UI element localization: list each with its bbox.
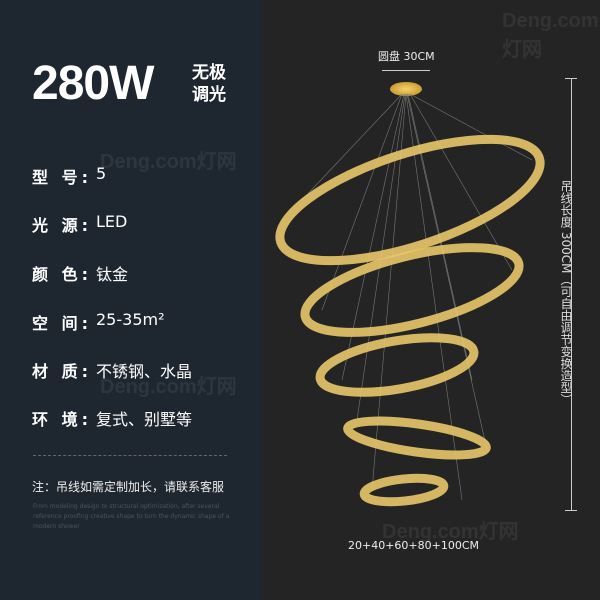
- watermark: Deng.com灯网: [100, 376, 237, 398]
- canopy: [390, 82, 422, 96]
- ring-100: [275, 134, 545, 266]
- spec-key: 光 源:: [32, 216, 92, 235]
- ring-20: [359, 473, 449, 507]
- english-caption: From modeling design to structural optim…: [33, 503, 230, 530]
- ring-40: [343, 416, 491, 460]
- spec-value: 25-35m²: [96, 310, 165, 329]
- divider: [33, 455, 227, 456]
- dimension-tick: [565, 78, 577, 79]
- canopy-label: 圆盘 30CM: [378, 50, 435, 63]
- ring-60: [315, 333, 479, 397]
- dimming-label: 无极调光: [192, 63, 226, 105]
- watermark: Deng.com灯网: [502, 10, 599, 61]
- chandelier-illustration: [275, 93, 545, 507]
- cable-length-label: 吊线长度 300CM（可自由调节变换造型）: [559, 180, 573, 406]
- spec-value: 复式、别墅等: [96, 410, 193, 429]
- rings: [275, 134, 545, 507]
- spec-key: 环 境:: [32, 410, 92, 429]
- custom-note: 注：吊线如需定制加长，请联系客服: [32, 480, 225, 494]
- dimension-tick: [565, 510, 577, 511]
- spec-panel: Deng.com灯网 Deng.com灯网 280W 无极调光 型 号:5 光 …: [0, 0, 262, 600]
- spec-value: LED: [96, 212, 128, 231]
- spec-key: 型 号:: [32, 168, 92, 187]
- spec-value: 钛金: [96, 265, 129, 284]
- spec-row: 材 质:不锈钢、水晶: [32, 358, 192, 382]
- product-image: Deng.com灯网 Deng.com灯网 圆盘 30CM 吊线长度 300CM…: [262, 0, 600, 600]
- spec-key: 空 间:: [32, 314, 92, 333]
- spec-key: 颜 色:: [32, 265, 92, 284]
- spec-key: 材 质:: [32, 362, 92, 381]
- watermark: Deng.com灯网: [100, 151, 237, 173]
- spec-row: 型 号:5: [32, 164, 106, 188]
- cable-dimension-line: [571, 78, 572, 510]
- power-headline: 280W: [32, 57, 154, 110]
- spec-row: 颜 色:钛金: [32, 261, 128, 285]
- ring-80: [300, 243, 524, 337]
- spec-row: 环 境:复式、别墅等: [32, 406, 192, 430]
- spec-row: 空 间:25-35m²: [32, 310, 165, 334]
- ring-sizes-label: 20+40+60+80+100CM: [348, 539, 480, 552]
- spec-row: 光 源:LED: [32, 212, 127, 236]
- spec-value: 5: [96, 164, 107, 183]
- spec-value: 不锈钢、水晶: [96, 362, 193, 381]
- canopy-dimension-line: [382, 70, 430, 71]
- watermark: Deng.com灯网: [382, 521, 519, 543]
